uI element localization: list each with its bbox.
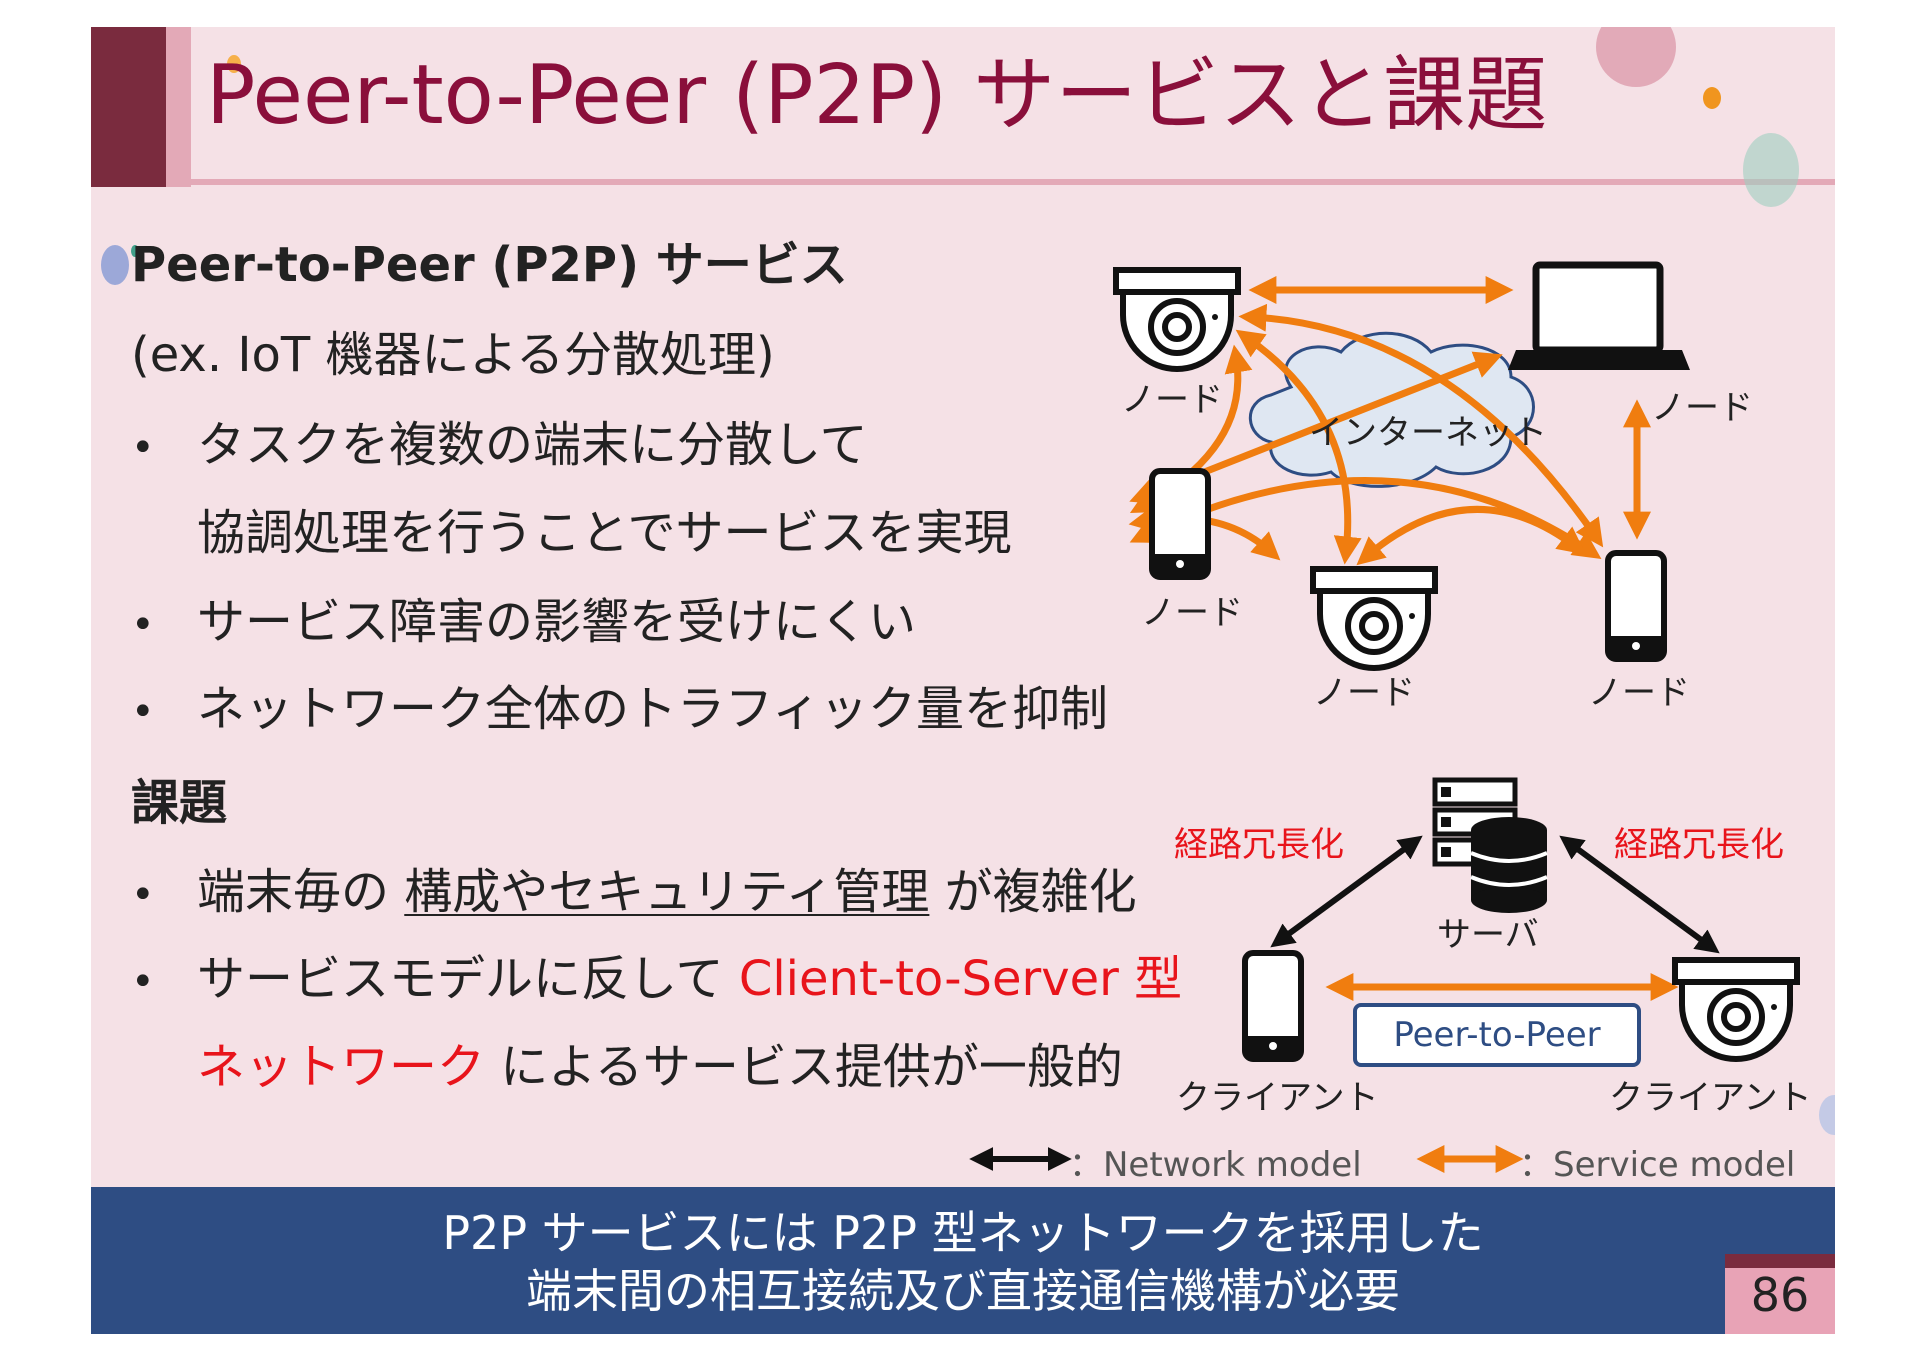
network-arrows — [1270, 835, 1720, 954]
camera-icon — [1310, 566, 1438, 671]
bullet-2-cont-text: によるサービス提供が一般的 — [485, 1039, 1123, 1095]
node-label-camera-bottom: ノード — [1313, 673, 1415, 713]
section1-heading: Peer-to-Peer (P2P) サービス — [131, 237, 848, 293]
decor-dot-green — [131, 245, 139, 257]
bullet-1-suffix: が複雑化 — [929, 864, 1137, 920]
bullet-marker: • — [131, 689, 155, 735]
legend-service-label: ：Service model — [1519, 1145, 1796, 1185]
decor-dot-orange — [227, 55, 241, 73]
camera-icon — [1672, 957, 1800, 1062]
footer-line-1: P2P サービスには P2P 型ネットワークを採用した — [442, 1206, 1484, 1260]
node-label-laptop: ノード — [1651, 388, 1753, 428]
section1-bullet-2: サービス障害の影響を受けにくい — [197, 594, 917, 650]
section2-bullet-1: 端末毎の 構成やセキュリティ管理 が複雑化 — [197, 864, 1137, 922]
node-label-phone-left: ノード — [1141, 593, 1243, 633]
camera-icon — [1113, 267, 1241, 372]
section1-example: (ex. IoT 機器による分散処理) — [131, 327, 775, 383]
bullet-marker: • — [131, 959, 155, 1005]
bullet-2-cont-highlight: ネットワーク — [197, 1039, 486, 1095]
decor-circle-blue — [1819, 1095, 1835, 1135]
section1-bullet-1: タスクを複数の端末に分散して — [197, 417, 868, 473]
section2-bullet-2: サービスモデルに反して Client-to-Server 型 — [197, 951, 1182, 1009]
page-number: 86 — [1750, 1268, 1810, 1322]
peer-to-peer-box: Peer-to-Peer — [1353, 1003, 1641, 1067]
decor-dot-blue — [101, 245, 129, 285]
node-label-camera-top: ノード — [1121, 380, 1223, 420]
footer-line-2: 端末間の相互接続及び直接通信機構が必要 — [526, 1264, 1400, 1318]
footer-banner: P2P サービスには P2P 型ネットワークを採用した 端末間の相互接続及び直接… — [91, 1187, 1835, 1334]
page-number-bar — [1725, 1254, 1835, 1268]
decor-circle-green — [1743, 133, 1799, 207]
internet-label: インターネット — [1309, 413, 1547, 453]
legend-network-label: ：Network model — [1069, 1145, 1362, 1185]
bullet-2-prefix: サービスモデルに反して — [197, 951, 739, 1007]
redundancy-label-right: 経路冗長化 — [1614, 825, 1784, 865]
server-database-icon — [1432, 777, 1548, 913]
section2-heading: 課題 — [131, 775, 228, 831]
bullet-1-prefix: 端末毎の — [197, 864, 405, 920]
bullet-marker: • — [131, 602, 155, 648]
header-underline — [191, 179, 1835, 185]
client-label-left: クライアント — [1176, 1078, 1379, 1118]
server-label: サーバ — [1437, 915, 1539, 955]
smartphone-icon — [1242, 950, 1304, 1062]
header-bar-dark — [91, 27, 166, 187]
section1-bullet-3: ネットワーク全体のトラフィック量を抑制 — [197, 681, 1109, 737]
redundancy-label-left: 経路冗長化 — [1174, 825, 1344, 865]
header-bar-light — [166, 27, 191, 187]
bullet-marker: • — [131, 872, 155, 918]
bullet-marker: • — [131, 425, 155, 471]
laptop-icon — [1508, 261, 1690, 370]
page-title: Peer-to-Peer (P2P) サービスと課題 — [206, 48, 1548, 143]
bullet-2-highlight: Client-to-Server 型 — [738, 951, 1183, 1007]
network-diagram — [969, 261, 1800, 1173]
smartphone-icon — [1605, 550, 1667, 662]
section2-bullet-2-cont: ネットワーク によるサービス提供が一般的 — [197, 1039, 1123, 1097]
bullet-1-underlined: 構成やセキュリティ管理 — [404, 864, 930, 920]
section1-bullet-1-cont: 協調処理を行うことでサービスを実現 — [197, 505, 1012, 561]
decor-dot-orange-2 — [1703, 87, 1721, 109]
node-label-phone-right: ノード — [1588, 673, 1690, 713]
client-label-right: クライアント — [1609, 1078, 1812, 1118]
slide: Peer-to-Peer (P2P) サービスと課題 Peer-to-Peer … — [91, 27, 1835, 1334]
page-number-box: 86 — [1725, 1254, 1835, 1334]
smartphone-icon — [1149, 468, 1211, 580]
